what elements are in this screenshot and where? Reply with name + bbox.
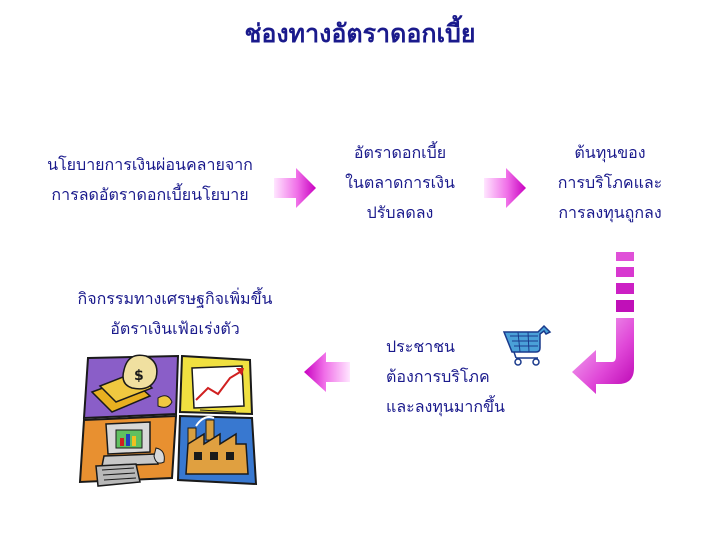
node-market-rate-line-1: อัตราดอกเบี้ย xyxy=(353,143,447,162)
node-people-line-2: ต้องการบริโภค xyxy=(386,367,490,386)
node-market-rate-line-3: ปรับลดลง xyxy=(366,203,434,222)
arrow-cost-to-people xyxy=(572,252,634,394)
node-cost: ต้นทุนของ การบริโภคและ การลงทุนถูกลง xyxy=(540,138,680,228)
node-policy-line-2: การลดอัตราดอกเบี้ยนโยบาย xyxy=(51,185,249,204)
arrow-people-to-economy xyxy=(304,352,350,392)
arrow-market-to-cost xyxy=(484,168,526,208)
node-economy-line-1: กิจกรรมทางเศรษฐกิจเพิ่มขึ้น xyxy=(77,289,273,308)
node-cost-line-3: การลงทุนถูกลง xyxy=(558,203,662,222)
node-market-rate-line-2: ในตลาดการเงิน xyxy=(345,173,455,192)
shopping-cart-icon xyxy=(502,324,552,366)
diagram-title: ช่องทางอัตราดอกเบี้ย xyxy=(244,19,476,48)
svg-text:$: $ xyxy=(134,368,144,384)
node-market-rate: อัตราดอกเบี้ย ในตลาดการเงิน ปรับลดลง xyxy=(320,138,480,228)
node-people-line-3: และลงทุนมากขึ้น xyxy=(386,397,505,416)
arrow-policy-to-market xyxy=(274,168,316,208)
node-economy: กิจกรรมทางเศรษฐกิจเพิ่มขึ้น อัตราเงินเฟ้… xyxy=(50,284,300,344)
node-policy-line-1: นโยบายการเงินผ่อนคลายจาก xyxy=(47,155,253,174)
economy-collage-icon: $ xyxy=(78,354,258,487)
node-people-line-1: ประชาชน xyxy=(386,337,455,356)
node-policy: นโยบายการเงินผ่อนคลายจาก การลดอัตราดอกเบ… xyxy=(20,150,280,210)
node-cost-line-1: ต้นทุนของ xyxy=(574,143,646,162)
node-cost-line-2: การบริโภคและ xyxy=(557,173,663,192)
node-people: ประชาชน ต้องการบริโภค และลงทุนมากขึ้น xyxy=(386,332,536,422)
node-economy-line-2: อัตราเงินเฟ้อเร่งตัว xyxy=(110,319,240,338)
